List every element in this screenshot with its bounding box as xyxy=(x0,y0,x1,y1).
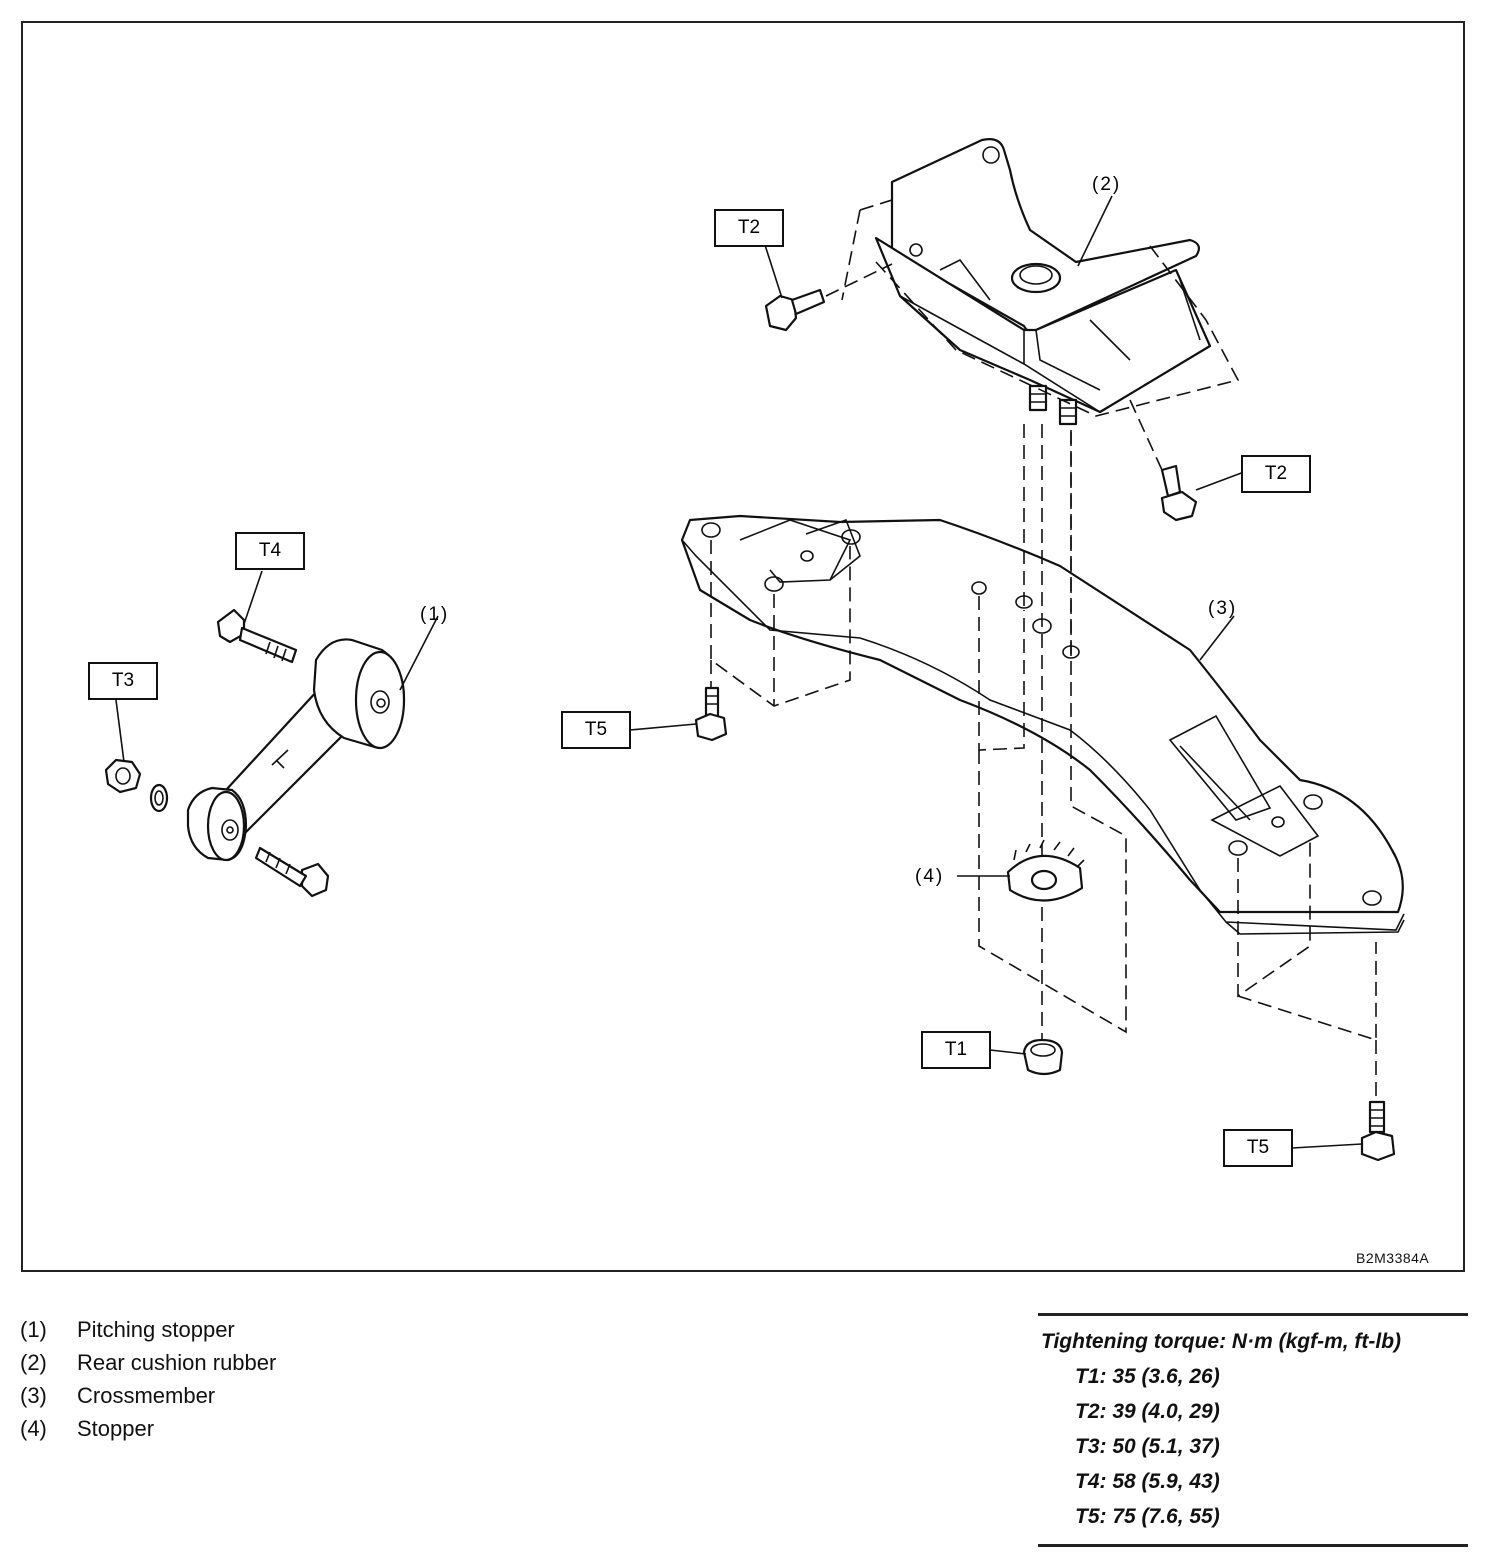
legend-number: (1) xyxy=(20,1317,47,1342)
legend-label: Stopper xyxy=(77,1416,155,1441)
callout-2: (2) xyxy=(1092,174,1121,195)
tag-t5-right: T5 xyxy=(1223,1129,1293,1167)
tag-t3: T3 xyxy=(88,662,158,700)
legend-label: Rear cushion rubber xyxy=(77,1350,277,1375)
tag-t5-left-label: T5 xyxy=(585,719,607,740)
crossmember xyxy=(680,424,1405,1098)
legend-item: (4) Stopper xyxy=(20,1412,276,1445)
tag-t2-upper: T2 xyxy=(714,209,784,247)
tag-t1: T1 xyxy=(921,1031,991,1069)
callout-1: (1) xyxy=(420,604,449,625)
legend-label: Pitching stopper xyxy=(77,1317,235,1342)
callout-3: (3) xyxy=(1208,598,1237,619)
legend-item: (3) Crossmember xyxy=(20,1379,276,1412)
tag-t2-lower-label: T2 xyxy=(1265,463,1287,484)
t5-left-bolt xyxy=(694,686,728,742)
rear-cushion-rubber xyxy=(859,138,1240,426)
torque-row: T4: 58 (5.9, 43) xyxy=(1075,1470,1220,1493)
tag-t2-upper-label: T2 xyxy=(738,217,760,238)
tag-t4-label: T4 xyxy=(259,540,282,561)
torque-row: T5: 75 (7.6, 55) xyxy=(1075,1505,1220,1528)
legend-number: (3) xyxy=(20,1383,47,1408)
tag-t3-label: T3 xyxy=(112,670,134,691)
tag-t4: T4 xyxy=(235,532,305,570)
t2-upper-bolt xyxy=(764,209,893,332)
torque-row: T2: 39 (4.0, 29) xyxy=(1075,1400,1220,1423)
torque-row: T1: 35 (3.6, 26) xyxy=(1075,1365,1220,1388)
legend-number: (2) xyxy=(20,1350,47,1375)
callout-4: (4) xyxy=(915,866,944,887)
torque-table-title: Tightening torque: N·m (kgf-m, ft-lb) xyxy=(1041,1330,1402,1353)
legend-number: (4) xyxy=(20,1416,47,1441)
pitching-stopper xyxy=(104,608,406,898)
stopper-part xyxy=(1006,839,1085,902)
t2-lower-bolt xyxy=(1129,399,1198,522)
leader-lines xyxy=(115,195,1363,1149)
legend-item: (1) Pitching stopper xyxy=(20,1313,276,1346)
torque-table: Tightening torque: N·m (kgf-m, ft-lb) T1… xyxy=(1038,1313,1468,1547)
tag-t5-left: T5 xyxy=(561,711,631,749)
parts-legend: (1) Pitching stopper (2) Rear cushion ru… xyxy=(20,1313,276,1445)
tag-t5-right-label: T5 xyxy=(1247,1137,1269,1158)
torque-row: T3: 50 (5.1, 37) xyxy=(1075,1435,1220,1458)
t1-nut xyxy=(1022,1038,1064,1076)
legend-label: Crossmember xyxy=(77,1383,216,1408)
tag-t1-label: T1 xyxy=(945,1039,967,1060)
t5-right-bolt xyxy=(1360,1100,1396,1162)
tag-t2-lower: T2 xyxy=(1241,455,1311,493)
figure-code: B2M3384A xyxy=(1356,1250,1430,1266)
legend-item: (2) Rear cushion rubber xyxy=(20,1346,276,1379)
